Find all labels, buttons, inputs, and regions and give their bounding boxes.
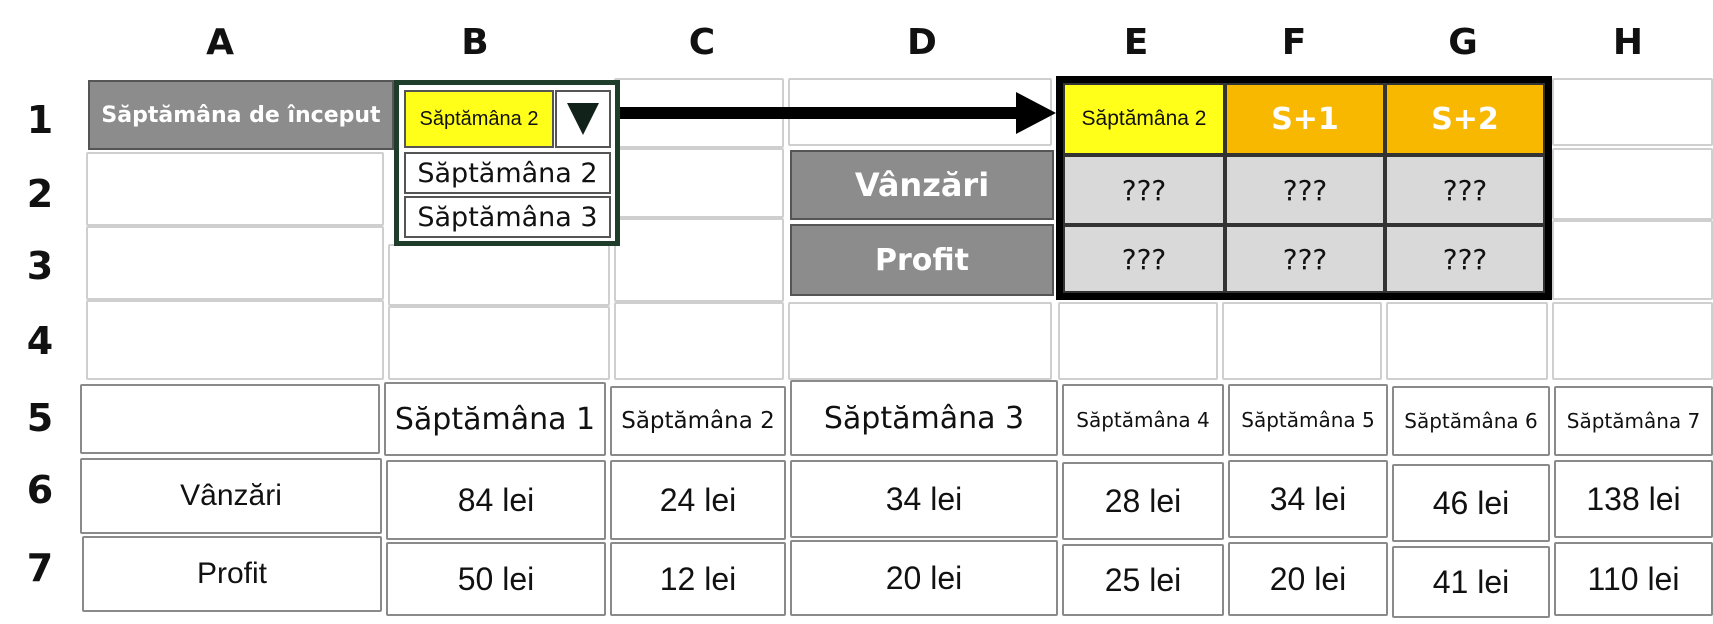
cell-c3[interactable] [614,218,784,302]
cell-c4[interactable] [614,302,784,380]
week-header-6[interactable]: Săptămâna 6 [1392,386,1550,456]
dropdown-option[interactable]: Săptămâna 2 [404,152,611,194]
cell-c2[interactable] [614,148,784,218]
cell-h2[interactable] [1552,148,1713,220]
sales-value[interactable]: 28 lei [1062,462,1224,540]
cell-h4[interactable] [1552,302,1713,380]
cell-e4[interactable] [1058,302,1218,380]
dropdown-option[interactable]: Săptămâna 3 [404,196,611,238]
profit-value[interactable]: 50 lei [386,542,606,616]
forecast-sales-label: Vânzări [790,150,1054,220]
week-header-2[interactable]: Săptămâna 2 [610,386,786,456]
cell-a2[interactable] [86,152,384,226]
cell-b4[interactable] [388,306,610,380]
column-header-h[interactable]: H [1612,21,1644,63]
week-header-7[interactable]: Săptămâna 7 [1554,386,1713,456]
triangle-down-icon [567,103,599,135]
column-header-b[interactable]: B [461,21,489,63]
forecast-sales-cell[interactable]: ??? [1225,155,1385,225]
column-header-g[interactable]: G [1448,21,1478,63]
dropdown-selected-value[interactable]: Săptămâna 2 [404,90,554,148]
column-header-e[interactable]: E [1123,21,1149,63]
cell-a4[interactable] [86,300,384,380]
cell-d4[interactable] [788,302,1052,380]
forecast-profit-cell[interactable]: ??? [1385,225,1545,293]
cell-a5[interactable] [80,384,380,454]
column-header-d[interactable]: D [907,21,937,63]
forecast-header-s1[interactable]: S+1 [1225,83,1385,155]
column-header-c[interactable]: C [688,21,716,63]
cell-h1[interactable] [1552,78,1713,146]
week-header-3[interactable]: Săptămâna 3 [790,380,1058,456]
profit-value[interactable]: 20 lei [790,540,1058,616]
week-header-1[interactable]: Săptămâna 1 [384,382,606,456]
week-dropdown[interactable]: Săptămâna 2 Săptămâna 2 Săptămâna 3 [394,80,620,246]
forecast-sales-cell[interactable]: ??? [1385,155,1545,225]
week-header-4[interactable]: Săptămâna 4 [1062,384,1224,456]
row-header-1[interactable]: 1 [26,98,54,142]
profit-value[interactable]: 20 lei [1228,542,1388,616]
dropdown-arrow-button[interactable] [555,90,611,148]
profit-value[interactable]: 12 lei [610,542,786,616]
profit-value[interactable]: 25 lei [1062,544,1224,616]
sales-value[interactable]: 138 lei [1554,460,1713,538]
profit-row-label[interactable]: Profit [82,536,382,612]
forecast-sales-cell[interactable]: ??? [1063,155,1225,225]
cell-a3[interactable] [86,226,384,300]
row-header-2[interactable]: 2 [26,172,54,216]
sales-value[interactable]: 34 lei [1228,460,1388,538]
row-header-7[interactable]: 7 [26,546,54,590]
sales-value[interactable]: 24 lei [610,460,786,540]
sales-value[interactable]: 46 lei [1392,464,1550,542]
row-header-5[interactable]: 5 [26,396,54,440]
column-header-a[interactable]: A [206,21,234,63]
forecast-header-s2[interactable]: S+2 [1385,83,1545,155]
forecast-block: Săptămâna 2 S+1 S+2 ??? ??? ??? ??? ??? … [1056,76,1552,300]
sales-value[interactable]: 84 lei [386,460,606,540]
profit-value[interactable]: 110 lei [1554,542,1713,616]
cell-b3[interactable] [388,244,610,306]
forecast-profit-cell[interactable]: ??? [1063,225,1225,293]
row-header-6[interactable]: 6 [26,468,54,512]
forecast-profit-label: Profit [790,224,1054,296]
start-week-label: Săptămâna de început [88,80,394,150]
arrow-right-icon [620,92,1056,134]
forecast-profit-cell[interactable]: ??? [1225,225,1385,293]
week-header-5[interactable]: Săptămâna 5 [1228,384,1388,456]
cell-g4[interactable] [1386,302,1548,380]
cell-f4[interactable] [1222,302,1382,380]
row-header-4[interactable]: 4 [26,319,54,363]
sales-value[interactable]: 34 lei [790,460,1058,538]
forecast-header-week[interactable]: Săptămâna 2 [1063,83,1225,155]
sales-row-label[interactable]: Vânzări [80,458,382,534]
cell-h3[interactable] [1552,220,1713,300]
profit-value[interactable]: 41 lei [1392,546,1550,618]
row-header-3[interactable]: 3 [26,244,54,288]
column-header-f[interactable]: F [1281,21,1307,63]
